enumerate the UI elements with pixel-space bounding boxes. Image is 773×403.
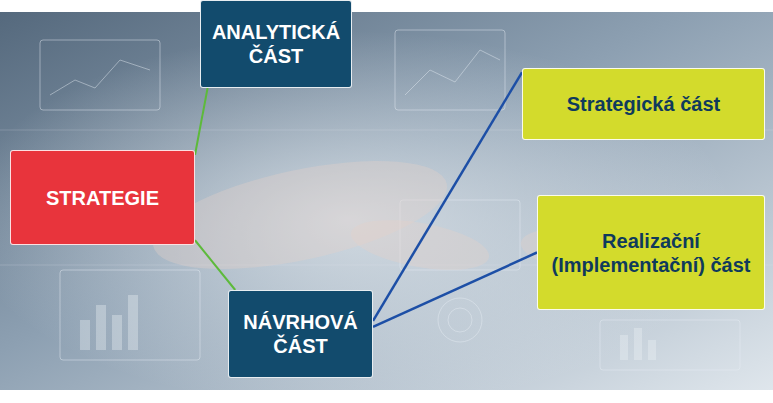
connector-line bbox=[373, 72, 522, 320]
connector-line bbox=[195, 88, 208, 155]
subsection-box: Realizační (Implementační) část bbox=[537, 195, 765, 310]
section-box: ANALYTICKÁ ČÁST bbox=[200, 0, 352, 88]
connector-line bbox=[373, 253, 537, 327]
node-label: NÁVRHOVÁ ČÁST bbox=[237, 310, 364, 358]
subsection-box: Strategická část bbox=[522, 68, 765, 140]
root-box: STRATEGIE bbox=[10, 150, 195, 245]
node-label: STRATEGIE bbox=[46, 186, 159, 210]
section-box: NÁVRHOVÁ ČÁST bbox=[228, 290, 373, 378]
node-label: Strategická část bbox=[567, 92, 720, 116]
connector-line bbox=[195, 240, 235, 290]
node-label: ANALYTICKÁ ČÁST bbox=[209, 20, 343, 68]
interface-panels bbox=[0, 30, 773, 370]
node-label: Realizační (Implementační) část bbox=[546, 229, 756, 277]
photo-ground bbox=[0, 12, 773, 390]
